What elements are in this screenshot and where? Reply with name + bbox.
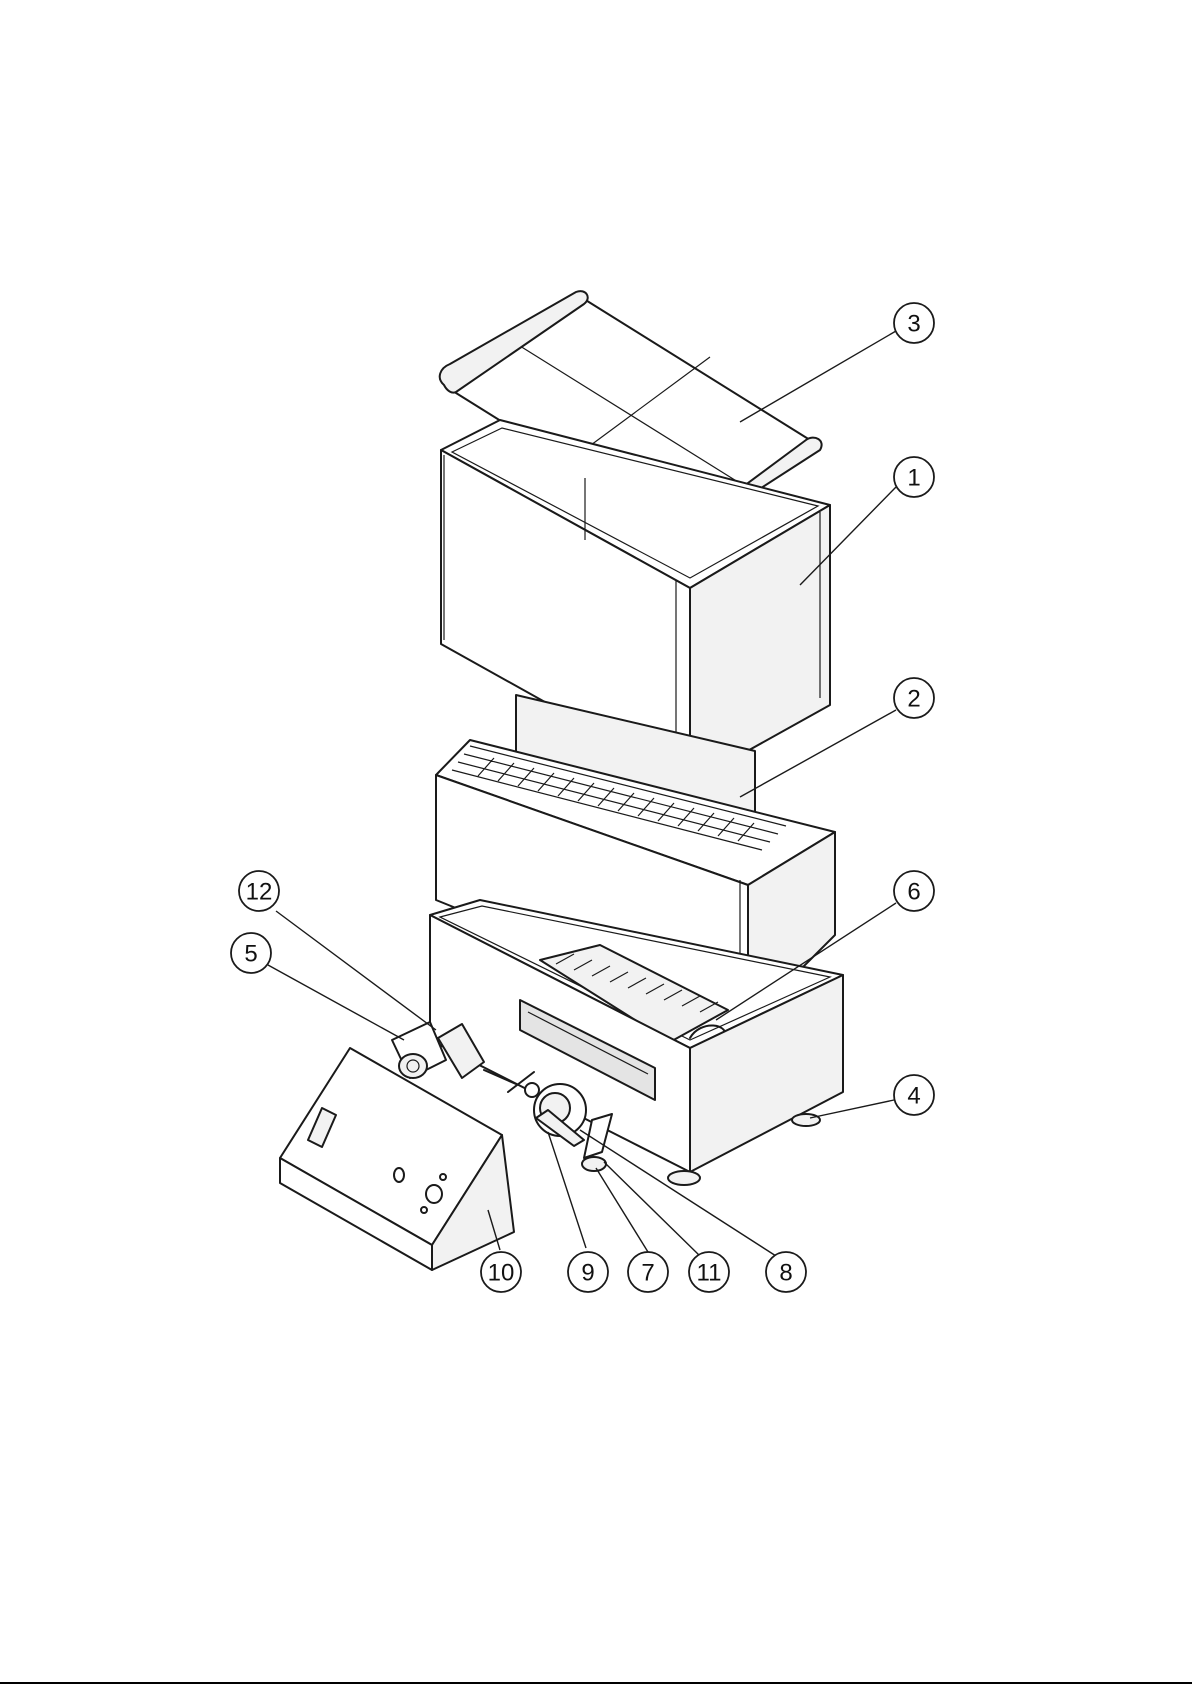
callout-8-label: 8 (779, 1260, 792, 1287)
callout-7-label: 7 (641, 1260, 654, 1287)
callout-2: 2 (894, 678, 934, 718)
callout-12-label: 12 (246, 879, 273, 906)
callout-1-label: 1 (907, 465, 920, 492)
callout-12: 12 (239, 871, 279, 911)
callout-5-label: 5 (244, 941, 257, 968)
callout-3: 3 (894, 303, 934, 343)
page-bottom-rule (0, 1682, 1192, 1684)
callout-11-label: 11 (697, 1260, 722, 1287)
callout-9: 9 (568, 1252, 608, 1292)
callout-1: 1 (894, 457, 934, 497)
callout-6-label: 6 (907, 879, 920, 906)
callout-5: 5 (231, 933, 271, 973)
callout-11: 11 (689, 1252, 729, 1292)
callout-8: 8 (766, 1252, 806, 1292)
callout-6: 6 (894, 871, 934, 911)
control-box-part (280, 1048, 514, 1270)
callout-10: 10 (481, 1252, 521, 1292)
callout-3-label: 3 (907, 311, 920, 338)
callout-9-label: 9 (581, 1260, 594, 1287)
callout-2-label: 2 (907, 686, 920, 713)
callout-4-label: 4 (907, 1083, 920, 1110)
callout-7: 7 (628, 1252, 668, 1292)
callout-10-label: 10 (488, 1260, 515, 1287)
callout-4: 4 (894, 1075, 934, 1115)
